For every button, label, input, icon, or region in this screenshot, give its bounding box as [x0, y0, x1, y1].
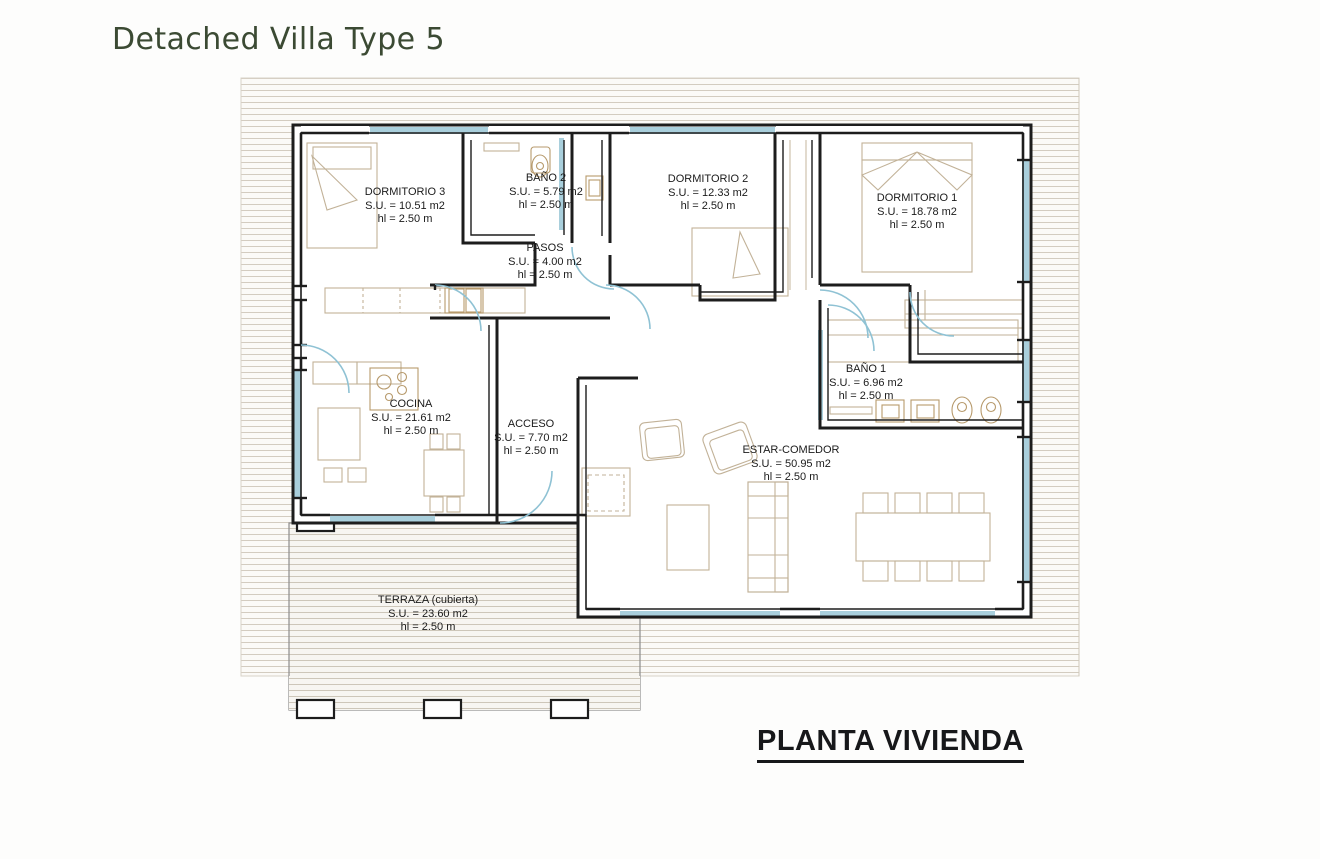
wall-pasos-bottom-left — [430, 243, 537, 287]
room-area: S.U. = 10.51 m2 — [365, 199, 445, 212]
room-height: hl = 2.50 m — [377, 213, 433, 225]
door-swings — [300, 246, 955, 524]
room-area: S.U. = 5.79 m2 — [509, 185, 583, 198]
room-name: BAÑO 2 — [525, 172, 567, 184]
door-cocina-exterior — [300, 344, 350, 394]
room-height: hl = 2.50 m — [383, 425, 439, 437]
room-height: hl = 2.50 m — [838, 390, 894, 402]
room-area: S.U. = 6.96 m2 — [829, 376, 903, 389]
bed-dormitorio-2 — [691, 227, 789, 297]
window-top-dorm2 — [630, 127, 775, 134]
room-name: DORMITORIO 2 — [667, 173, 749, 185]
door-bano2 — [571, 246, 615, 290]
armchair-b — [702, 421, 758, 475]
room-height: hl = 2.50 m — [503, 445, 559, 457]
bano2-fixtures — [483, 142, 604, 201]
room-height: hl = 2.50 m — [763, 471, 819, 483]
room-name: PASOS — [526, 242, 564, 254]
room-area: S.U. = 12.33 m2 — [668, 186, 748, 199]
room-area: S.U. = 4.00 m2 — [508, 255, 582, 268]
kitchen-counter-left — [312, 361, 419, 411]
room-name: ESTAR-COMEDOR — [742, 444, 840, 456]
terrace-slab — [288, 511, 641, 720]
wall-bano1 — [818, 300, 1023, 430]
bed-dormitorio-3 — [306, 142, 378, 249]
room-name: TERRAZA (cubierta) — [377, 594, 479, 606]
terrace-column — [422, 698, 463, 720]
door-dorm1 — [819, 289, 869, 339]
room-name: COCINA — [389, 398, 433, 410]
window-bottom-estar-b — [820, 611, 995, 618]
window-left-cocina — [294, 370, 301, 498]
window-bano2 — [559, 138, 564, 230]
room-height: hl = 2.50 m — [518, 199, 574, 211]
window-right-estar — [1022, 437, 1029, 582]
room-height: hl = 2.50 m — [517, 269, 573, 281]
room-area: S.U. = 18.78 m2 — [877, 205, 957, 218]
window-right-dorm1 — [1022, 160, 1029, 282]
acceso-furniture — [581, 467, 631, 517]
house-footprint — [293, 125, 1031, 617]
room-name: DORMITORIO 1 — [876, 192, 958, 204]
window-bottom-cocina — [330, 516, 435, 523]
terrace-column — [295, 698, 336, 720]
plan-caption: PLANTA VIVIENDA — [757, 725, 1024, 763]
door-pasillo — [909, 291, 955, 337]
door-dorm3 — [434, 284, 482, 332]
terrace-column — [549, 698, 590, 720]
armchair-a — [639, 418, 685, 462]
room-name: ACCESO — [507, 418, 555, 430]
room-height: hl = 2.50 m — [680, 200, 736, 212]
dining-table — [855, 492, 991, 582]
window-bottom-estar-a — [620, 611, 780, 618]
windows — [294, 127, 1029, 618]
window-top-dorm3 — [370, 127, 488, 134]
room-area: S.U. = 50.95 m2 — [751, 457, 831, 470]
coffee-table — [666, 504, 710, 571]
room-name: DORMITORIO 3 — [364, 186, 446, 198]
room-height: hl = 2.50 m — [889, 219, 945, 231]
exterior-wall-outer — [291, 123, 1033, 619]
bed-dormitorio-1 — [861, 142, 973, 273]
walls — [291, 123, 1033, 619]
window-right-bano1 — [1022, 340, 1029, 402]
room-area: S.U. = 7.70 m2 — [494, 431, 568, 444]
furniture — [306, 140, 1024, 593]
room-area: S.U. = 21.61 m2 — [371, 411, 451, 424]
kitchen-table — [317, 407, 465, 513]
wall-dorm3-bath2 — [461, 133, 535, 245]
door-acceso — [499, 470, 553, 524]
sofa — [747, 481, 789, 593]
room-name: BAÑO 1 — [845, 363, 887, 375]
room-height: hl = 2.50 m — [400, 621, 456, 633]
room-area: S.U. = 23.60 m2 — [388, 607, 468, 620]
page-title: Detached Villa Type 5 — [112, 22, 445, 57]
kitchen-counter-top — [324, 287, 526, 314]
door-bano1 — [827, 304, 875, 352]
door-dorm2 — [605, 284, 651, 330]
